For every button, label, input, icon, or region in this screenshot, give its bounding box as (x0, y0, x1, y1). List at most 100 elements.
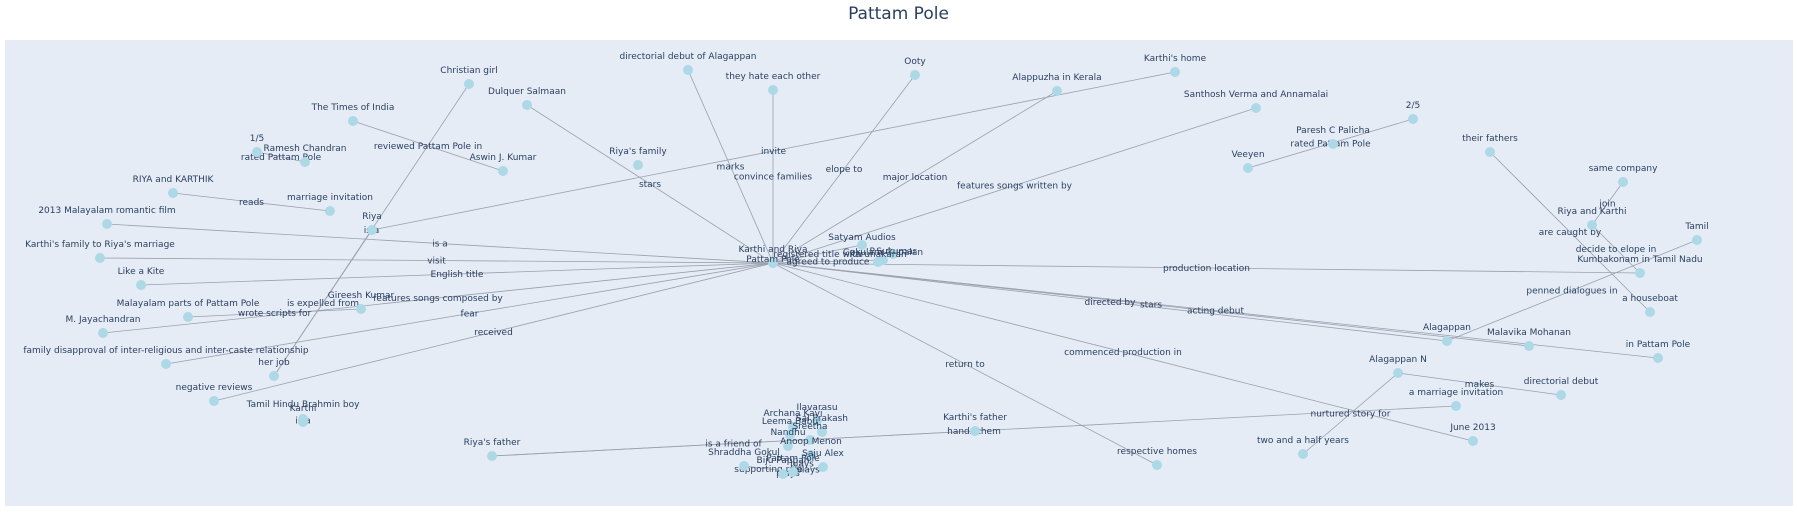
node-label: Riya and Karthi (1558, 207, 1627, 217)
graph-edge (772, 262, 1158, 466)
node-sai-prakash[interactable] (817, 427, 827, 437)
node-her-job[interactable] (269, 371, 279, 381)
node-family-disapproval-of-inter-religious-and-inter-caste-relationship[interactable] (161, 359, 171, 369)
graph-edge (1302, 372, 1399, 455)
node-tamil[interactable] (1692, 235, 1702, 245)
node-label: Pattam Pole (746, 255, 800, 265)
node-like-a-kite[interactable] (136, 280, 146, 290)
node-they-hate-each-other[interactable] (768, 85, 778, 95)
edge-label: received (474, 328, 513, 338)
graph-edge (772, 90, 1058, 264)
node-label: Kumbakonam in Tamil Nadu (1577, 255, 1702, 265)
node-riya[interactable] (367, 225, 377, 235)
node-alagappan[interactable] (1442, 336, 1452, 346)
edge-label: return to (945, 360, 985, 370)
node-riya-s-father[interactable] (487, 451, 497, 461)
node-label: P.Sukumar (870, 247, 917, 257)
node-their-fathers[interactable] (1485, 147, 1495, 157)
node-the-times-of-india[interactable] (348, 116, 358, 126)
node-paresh-c-palicha[interactable] (1328, 139, 1338, 149)
node-ooty[interactable] (910, 70, 920, 80)
node-archana-kavi[interactable] (788, 422, 798, 432)
node-nandhu[interactable] (783, 441, 793, 451)
node-malayalam-parts-of-pattam-pole[interactable] (183, 312, 193, 322)
node-two-and-a-half-years[interactable] (1298, 449, 1308, 459)
node-in-pattam-pole[interactable] (1653, 353, 1663, 363)
node-label: Riya's father (464, 438, 521, 448)
node-karthi-s-father[interactable] (970, 426, 980, 436)
node-karthi-s-family-to-riya-s-marriage[interactable] (95, 253, 105, 263)
node-label: a marriage invitation (1409, 388, 1503, 398)
graph-edge (371, 71, 1176, 231)
node-biju-pappan[interactable] (778, 469, 788, 479)
node-label: Anoop Menon (780, 437, 842, 447)
node-label: Malayalam parts of Pattam Pole (117, 299, 260, 309)
node-satyam-audios[interactable] (857, 240, 867, 250)
node-respective-homes[interactable] (1152, 460, 1162, 470)
node-leema-babu[interactable] (785, 430, 795, 440)
node-ramesh-chandran[interactable] (300, 157, 310, 167)
node-gireesh-kumar[interactable] (356, 304, 366, 314)
graph-edge (772, 262, 1641, 274)
node-alagappan-n[interactable] (1393, 368, 1403, 378)
node-riya-s-family[interactable] (633, 160, 643, 170)
node-malavika-mohanan[interactable] (1524, 341, 1534, 351)
node-anoop-menon[interactable] (806, 450, 816, 460)
node-riya-and-karthi[interactable] (1587, 220, 1597, 230)
node-karthi[interactable] (298, 417, 308, 427)
node-a-houseboat[interactable] (1645, 307, 1655, 317)
node-shraddha-gokul[interactable] (739, 461, 749, 471)
node-directorial-debut-of-alagappan[interactable] (683, 65, 693, 75)
node-m-jayachandran[interactable] (98, 328, 108, 338)
node-directorial-debut[interactable] (1556, 390, 1566, 400)
node-label: Karunakaran (849, 250, 906, 260)
edge-label: are caught by (1539, 228, 1602, 238)
node-label: Alagappan (1423, 323, 1471, 333)
edge-label: invite (761, 147, 787, 157)
node-p-sukumar[interactable] (888, 249, 898, 259)
node-pattam-pole[interactable] (788, 467, 798, 477)
node-karunakaran[interactable] (873, 257, 883, 267)
node-label: Riya's family (609, 147, 667, 157)
node-june-2013[interactable] (1468, 436, 1478, 446)
node-1-5[interactable] (252, 147, 262, 157)
node-alappuzha-in-kerala[interactable] (1052, 86, 1062, 96)
edge-label: major location (883, 173, 948, 183)
node-a-marriage-invitation[interactable] (1451, 401, 1461, 411)
node-aswin-j-kumar[interactable] (498, 166, 508, 176)
node-label: Dulquer Salmaan (488, 87, 566, 97)
node-2013-malayalam-romantic-film[interactable] (102, 219, 112, 229)
node-label: Biju Pappan (757, 456, 810, 466)
chart-title: Pattam Pole (848, 4, 949, 24)
node-sreetha[interactable] (805, 435, 815, 445)
node-ilavarasu[interactable] (812, 416, 822, 426)
graph-edge (1591, 224, 1641, 274)
node-negative-reviews[interactable] (209, 396, 219, 406)
node-kumbakonam-in-tamil-nadu[interactable] (1635, 268, 1645, 278)
node-marriage-invitation[interactable] (325, 206, 335, 216)
edge-label: features songs written by (957, 182, 1073, 192)
graph-edge (172, 192, 331, 212)
edge-label: directed by (1085, 298, 1137, 308)
node-saju-alex[interactable] (818, 462, 828, 472)
node-2-5[interactable] (1408, 114, 1418, 124)
node-label: marriage invitation (287, 193, 373, 203)
edge-label: visit (427, 257, 446, 267)
node-label: negative reviews (176, 383, 253, 393)
node-label: Santhosh Verma and Annamalai (1184, 90, 1328, 100)
node-label: directorial debut of Alagappan (620, 52, 757, 62)
node-same-company[interactable] (1618, 177, 1628, 187)
edge-label: penned dialogues in (1526, 287, 1617, 297)
node-veeyen[interactable] (1243, 163, 1253, 173)
edge-label: reviewed Pattam Pole in (374, 142, 482, 152)
graph-edge (772, 262, 1659, 359)
node-dulquer-salmaan[interactable] (522, 100, 532, 110)
node-riya-and-karthik[interactable] (168, 188, 178, 198)
node-label: Alagappan N (1369, 355, 1427, 365)
node-pattam-pole[interactable] (768, 258, 778, 268)
graph-edge (140, 262, 774, 286)
node-karthi-s-home[interactable] (1170, 67, 1180, 77)
node-christian-girl[interactable] (464, 79, 474, 89)
node-santhosh-verma-and-annamalai[interactable] (1251, 103, 1261, 113)
